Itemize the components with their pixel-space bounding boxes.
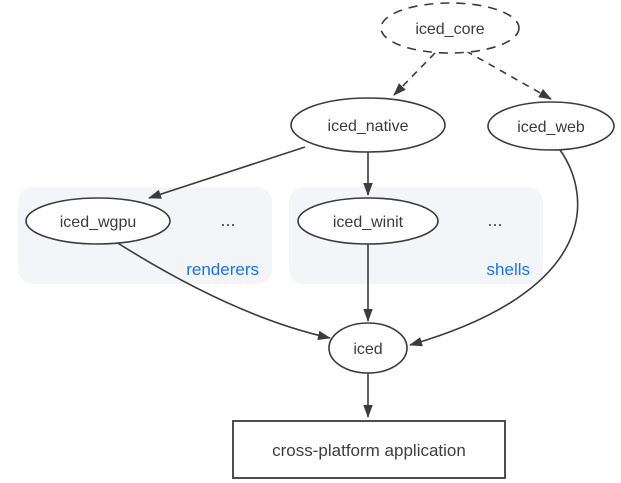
node-iced-native [290,97,446,153]
node-iced-winit-label: iced_winit [333,214,404,231]
node-iced-native-label: iced_native [328,118,409,135]
node-iced-wgpu-label: iced_wgpu [60,214,137,231]
node-iced [328,322,408,374]
edge-native-to-wgpu [148,146,306,199]
edge-wgpu-to-iced [115,241,331,341]
shells-group-label: shells [487,260,530,279]
renderers-group-label: renderers [186,260,259,279]
edge-core-to-web [465,50,552,100]
node-iced-wgpu [25,197,171,245]
node-iced-winit [297,197,439,245]
shells-ellipsis: ... [487,210,502,230]
node-iced-web [487,101,615,151]
node-iced-core-label: iced_core [415,21,484,38]
node-iced-core [380,2,520,54]
node-application-label: cross-platform application [272,441,466,460]
edge-web-to-iced [409,149,579,347]
node-iced-web-label: iced_web [517,119,585,136]
node-iced-label: iced [353,341,382,358]
node-application [232,420,506,479]
edge-core-to-native [393,52,436,96]
renderers-ellipsis: ... [220,210,235,230]
